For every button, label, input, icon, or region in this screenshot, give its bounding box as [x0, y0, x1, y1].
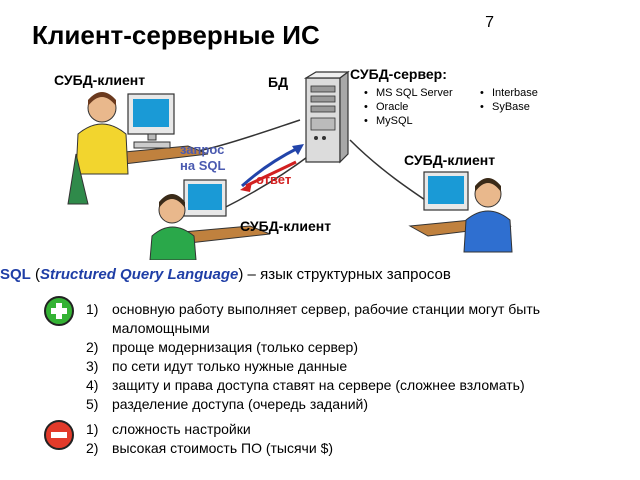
client-label-right: СУБД-клиент — [404, 152, 496, 168]
server-list-item: Oracle — [362, 100, 453, 114]
item-number: 1) — [86, 421, 99, 437]
server-list-secondary: Interbase SyBase — [478, 86, 538, 114]
sql-full-name: Structured Query Language — [40, 266, 239, 283]
sql-abbr: SQL — [0, 266, 31, 283]
disadvantages-list: 1) сложность настройки 2) высокая стоимост… — [86, 420, 486, 458]
item-number: 4) — [86, 377, 99, 393]
sql-description: – язык структурных запросов — [243, 266, 451, 283]
list-item: 4) защиту и права доступа ставят на серве… — [86, 376, 606, 395]
item-text: по сети идут только нужные данные — [112, 358, 348, 374]
server-list-item: Interbase — [478, 86, 538, 100]
item-number: 1) — [86, 301, 99, 317]
server-list-item: MS SQL Server — [362, 86, 453, 100]
item-number: 5) — [86, 396, 99, 412]
slide-title: Клиент-серверные ИС — [32, 20, 320, 50]
item-text: сложность настройки — [112, 421, 251, 437]
request-label: запрос на SQL — [180, 142, 225, 174]
client-workstation-bottom — [149, 179, 271, 260]
client-workstation-right — [408, 171, 513, 253]
minus-icon — [44, 420, 74, 450]
sql-definition: SQL (Structured Query Language) – язык с… — [0, 266, 451, 283]
item-text: проще модернизация (только сервер) — [112, 339, 359, 355]
advantages-list: 1) основную работу выполняет сервер, рабо… — [86, 300, 606, 414]
request-label-line2: на SQL — [180, 158, 226, 173]
client-label-top-left: СУБД-клиент — [54, 72, 146, 88]
list-item: 2) проще модернизация (только сервер) — [86, 338, 606, 357]
list-item: 1) основную работу выполняет сервер, рабо… — [86, 300, 606, 338]
item-text: высокая стоимость ПО (тысячи $) — [112, 440, 334, 456]
sql-open-paren: ( — [35, 266, 41, 283]
item-text: защиту и права доступа ставят на сервере… — [112, 377, 525, 393]
request-arrow — [240, 144, 304, 188]
item-number: 3) — [86, 358, 99, 374]
db-label: БД — [268, 74, 289, 90]
server-list-item: SyBase — [478, 100, 538, 114]
item-text: основную работу выполняет сервер, рабочи… — [112, 301, 541, 336]
sql-close-paren: ) — [238, 266, 244, 283]
server-title: СУБД-сервер: — [350, 66, 447, 82]
client-server-diagram — [67, 70, 513, 260]
server-list-primary: MS SQL Server Oracle MySQL — [362, 86, 453, 128]
list-item: 1) сложность настройки — [86, 420, 486, 439]
link-bottom-client — [219, 154, 311, 211]
request-label-line1: запрос — [180, 142, 225, 157]
client-label-bottom: СУБД-клиент — [240, 218, 332, 234]
slide-number: 7 — [485, 14, 494, 31]
list-item: 3) по сети идут только нужные данные — [86, 357, 606, 376]
server-icon — [303, 70, 350, 164]
answer-arrow — [240, 160, 297, 192]
list-item: 5) разделение доступа (очередь заданий) — [86, 395, 606, 414]
item-number: 2) — [86, 440, 99, 456]
client-workstation-top-left — [67, 92, 209, 205]
plus-icon — [44, 296, 74, 326]
item-text: разделение доступа (очередь заданий) — [112, 396, 369, 412]
server-list-item: MySQL — [362, 114, 453, 128]
item-number: 2) — [86, 339, 99, 355]
answer-label: ответ — [256, 172, 292, 187]
list-item: 2) высокая стоимость ПО (тысячи $) — [86, 439, 486, 458]
